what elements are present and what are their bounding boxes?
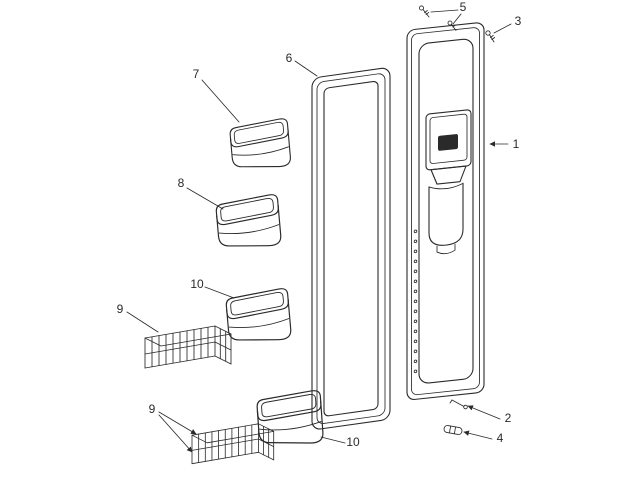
leader-6 bbox=[294, 60, 318, 77]
dispenser-tank-top-curve bbox=[428, 182, 464, 190]
callout-label-9-lower: 9 bbox=[149, 402, 156, 416]
hinge-screw-illustration bbox=[485, 30, 496, 43]
callout-label-10-lower: 10 bbox=[346, 435, 360, 449]
door-gasket-illustration bbox=[311, 67, 391, 430]
door-bin-upper-illustration bbox=[229, 118, 291, 168]
callout-label-1: 1 bbox=[513, 137, 520, 151]
bin-body bbox=[230, 128, 291, 168]
door-bin-third-illustration bbox=[225, 288, 292, 341]
bin-body bbox=[256, 401, 324, 444]
top-screws-illustration bbox=[418, 5, 457, 31]
screw-head bbox=[485, 30, 491, 36]
gasket-outer-line bbox=[311, 67, 391, 430]
callout-label-7: 7 bbox=[193, 67, 200, 81]
door-bin-middle-illustration bbox=[215, 194, 282, 247]
screw-shaft bbox=[422, 9, 430, 18]
bin-rim-inner bbox=[261, 393, 317, 418]
door-inner-liner bbox=[418, 38, 474, 384]
wire-basket-lower-illustration bbox=[191, 423, 275, 465]
callout-label-10-upper: 10 bbox=[190, 277, 204, 291]
pin-shaft bbox=[451, 399, 465, 407]
door-bin-lower-illustration bbox=[256, 390, 324, 444]
callout-label-4: 4 bbox=[497, 431, 504, 445]
bin-front-lip bbox=[232, 146, 289, 156]
door-outer-shell bbox=[406, 22, 485, 400]
bin-rim-inner bbox=[220, 197, 274, 222]
callout-label-3: 3 bbox=[515, 14, 522, 28]
freezer-door-illustration bbox=[406, 22, 485, 400]
callout-label-5: 5 bbox=[460, 0, 467, 14]
roller-body bbox=[443, 425, 463, 435]
shelf-peg-holes bbox=[413, 229, 418, 374]
dispenser-funnel bbox=[430, 165, 467, 185]
bin-body bbox=[226, 298, 292, 341]
gasket-mid-line bbox=[316, 73, 386, 424]
leader-8 bbox=[186, 187, 224, 210]
dispenser-recess-inner bbox=[429, 113, 468, 164]
leader-5b bbox=[452, 13, 462, 25]
leader-9-lower-a bbox=[158, 411, 197, 435]
wire-basket-upper-illustration bbox=[144, 325, 232, 369]
leader-5a bbox=[430, 9, 459, 13]
callout-label-9-upper: 9 bbox=[117, 302, 124, 316]
leader-4 bbox=[463, 430, 493, 440]
basket-rim bbox=[144, 325, 232, 347]
bin-front-lip bbox=[259, 421, 322, 431]
leader-10-lower bbox=[320, 436, 346, 444]
basket-wires bbox=[144, 326, 232, 368]
leader-3 bbox=[493, 23, 512, 34]
bin-rim-inner bbox=[233, 121, 284, 144]
dispenser-illustration bbox=[425, 109, 472, 255]
bin-body bbox=[216, 204, 282, 247]
leader-2 bbox=[467, 405, 501, 420]
pin-head bbox=[463, 404, 468, 410]
screw-head bbox=[447, 20, 453, 26]
leader-10-upper bbox=[204, 286, 235, 299]
bin-front-lip bbox=[228, 318, 290, 329]
leader-9-upper bbox=[126, 311, 159, 333]
callout-label-6: 6 bbox=[286, 51, 293, 65]
screw-head bbox=[418, 5, 425, 11]
dispenser-tank bbox=[428, 182, 464, 246]
gasket-inner-line bbox=[323, 80, 379, 417]
basket-wires bbox=[191, 424, 275, 463]
leader-lines bbox=[126, 9, 512, 453]
door-edge-line bbox=[411, 27, 480, 396]
callout-labels: 7 8 6 5 3 1 10 9 9 10 2 4 bbox=[117, 0, 522, 449]
screw-shaft bbox=[451, 24, 457, 31]
leader-7 bbox=[201, 79, 240, 123]
leader-9-lower-b bbox=[158, 414, 193, 453]
bottom-pin-illustration bbox=[449, 399, 468, 410]
dispenser-actuator bbox=[438, 134, 458, 151]
screw-shaft bbox=[489, 34, 495, 43]
dispenser-tank-lip bbox=[436, 243, 456, 255]
callout-label-2: 2 bbox=[505, 411, 512, 425]
bottom-roller-illustration bbox=[443, 425, 463, 435]
bin-rim-inner bbox=[230, 291, 284, 316]
callout-label-8: 8 bbox=[178, 176, 185, 190]
bin-front-lip bbox=[218, 224, 280, 235]
